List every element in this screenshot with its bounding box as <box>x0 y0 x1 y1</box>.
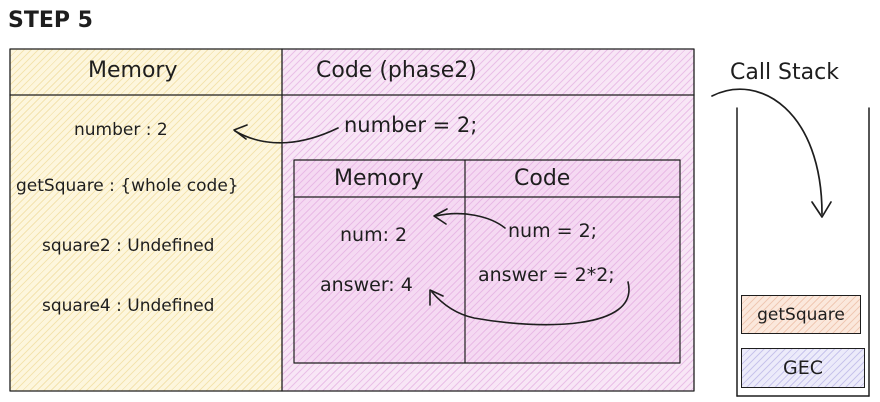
stack-frame-getsquare-label: getSquare <box>757 305 845 325</box>
global-memory-panel <box>10 49 282 391</box>
memory-entry-square4: square4 : Undefined <box>42 296 215 316</box>
function-code-line-num: num = 2; <box>508 220 598 242</box>
global-memory-header: Memory <box>88 58 178 83</box>
global-context-border <box>9 48 695 392</box>
call-stack-arrowhead <box>811 201 832 218</box>
num-assign-arrow <box>435 212 506 229</box>
global-code-header: Code (phase2) <box>316 58 477 83</box>
stack-frame-gec: GEC <box>741 348 865 388</box>
function-memory-entry-num: num: 2 <box>340 224 408 246</box>
global-assign-arrow <box>234 127 339 144</box>
memory-entry-getsquare: getSquare : {whole code} <box>16 176 239 196</box>
call-stack-arrow <box>711 88 823 215</box>
function-context-border <box>293 159 681 364</box>
memory-entry-number: number : 2 <box>74 120 168 140</box>
answer-assign-arrow <box>431 281 630 326</box>
global-assign-arrowhead <box>233 124 248 140</box>
memory-entry-square2: square2 : Undefined <box>42 236 215 256</box>
call-stack-title: Call Stack <box>730 60 839 85</box>
function-code-header: Code <box>514 166 571 191</box>
function-memory-entry-answer: answer: 4 <box>320 274 413 296</box>
num-assign-arrowhead <box>433 208 448 225</box>
function-memory-header: Memory <box>334 166 424 191</box>
stack-frame-gec-label: GEC <box>783 357 823 379</box>
function-context-panel <box>294 160 680 363</box>
step-title: STEP 5 <box>8 8 93 33</box>
answer-assign-arrowhead <box>429 289 444 306</box>
stack-frame-getsquare: getSquare <box>741 295 861 334</box>
global-code-line: number = 2; <box>344 113 478 137</box>
function-code-line-answer: answer = 2*2; <box>478 264 615 286</box>
